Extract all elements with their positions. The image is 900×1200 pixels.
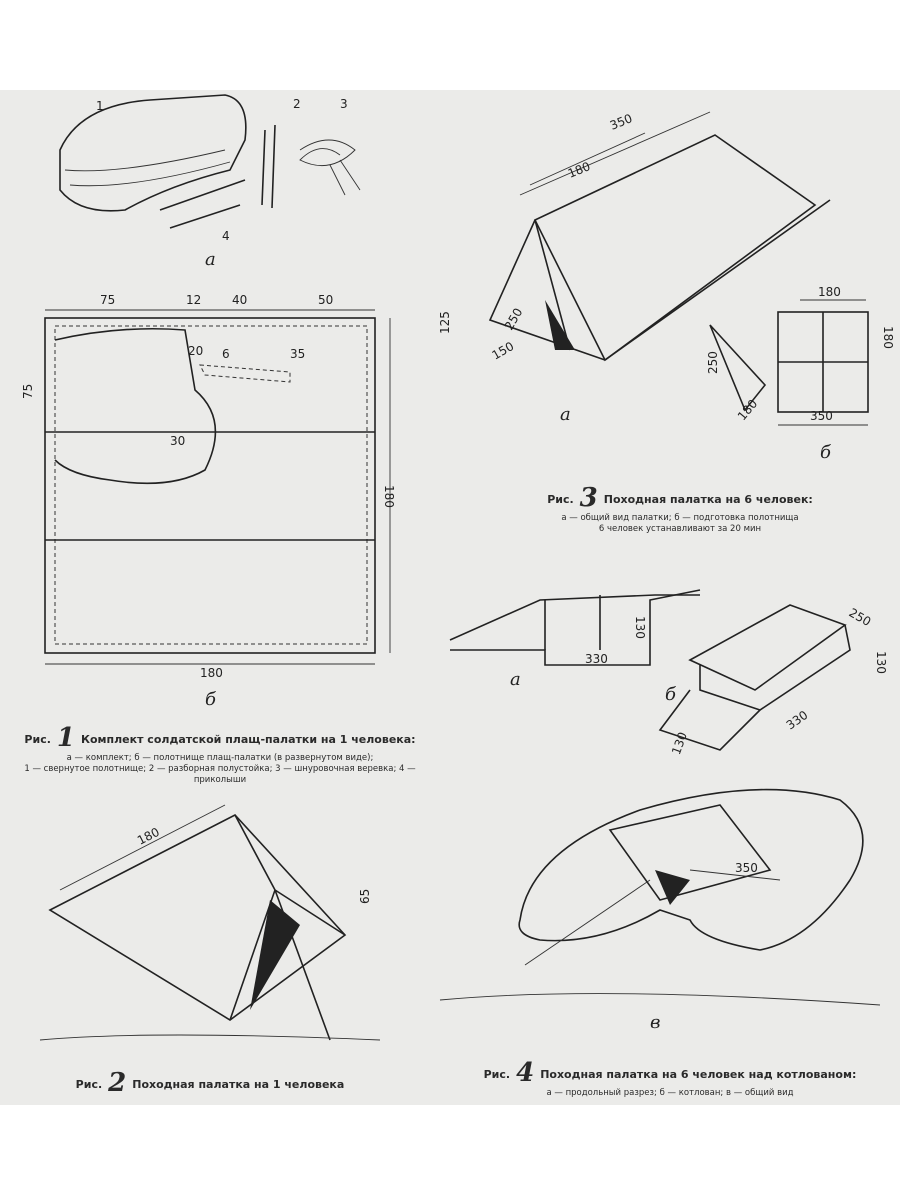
caption-prefix: Рис. [24,733,51,746]
dimension-label: 350 [735,861,758,875]
fig4-sublabel-a: а [510,669,521,690]
fig3a-six-person-tent: 350 180 125 250 150 а [438,111,831,425]
fig1-part-label: 2 [293,97,301,111]
fig1-sublabel-b: б [205,689,217,710]
dimension-label: 180 [818,285,841,299]
fig2-caption: Рис. 2 Походная палатка на 1 человека [40,1068,380,1098]
dimension-label: 350 [608,111,634,133]
dimension-label: 65 [358,889,372,904]
fig1-sheet-drawing: 75 12 40 50 75 20 6 35 30 180 180 б [21,293,396,710]
dimension-label: 330 [585,652,608,666]
caption-prefix: Рис. [547,493,574,506]
caption-legend: а — комплект; б — полотнище плащ-палатки… [66,753,374,763]
fig1-part-label: 4 [222,229,230,243]
dimension-label: 30 [170,434,185,448]
caption-prefix: Рис. [75,1078,103,1091]
fig2-one-person-tent: 180 65 [39,804,381,1041]
caption-legend: 1 — свернутое полотнище; 2 — разборная п… [24,764,416,785]
caption-legend: а — общий вид палатки; б — подготовка по… [561,513,799,523]
dimension-label: 250 [502,306,526,333]
fig1-sublabel-a: а [205,249,216,270]
caption-legend: 6 человек устанавливают за 20 мин [598,524,762,534]
figure-number: 4 [516,1058,535,1088]
figure-number: 3 [579,483,598,513]
fig1-part-label: 3 [340,97,348,111]
caption-title: Комплект солдатской плащ-палатки на 1 че… [80,733,416,746]
caption-prefix: Рис. [483,1068,511,1081]
dimension-label: 12 [186,293,201,307]
dimension-label: 20 [188,344,203,358]
dimension-label: 250 [706,351,720,374]
fig1-caption: Рис. 1 Комплект солдатской плащ-палатки на… [10,723,430,786]
dimension-label: 250 [847,605,874,629]
dimension-label: 40 [232,293,247,307]
dimension-label: 180 [735,397,760,424]
dimension-label: 75 [100,293,115,307]
fig4-sublabel-c: в [650,1012,660,1033]
caption-title: Походная палатка на 1 человека [132,1078,345,1091]
dimension-label: 180 [200,666,223,680]
fig4-sublabel-b: б [665,684,677,705]
dimension-label: 130 [633,616,647,639]
dimension-label: 50 [318,293,333,307]
dimension-label: 350 [810,409,833,423]
fig4b-pit: 250 130 330 130 б [658,604,888,756]
dimension-label: 330 [784,708,811,733]
fig4-caption: Рис. 4 Походная палатка на 6 человек над к… [460,1058,880,1099]
dimension-label: 180 [566,159,592,181]
dimension-label: 6 [222,347,230,361]
figure-number: 2 [108,1068,127,1098]
dimension-label: 150 [490,339,517,363]
dimension-label: 180 [382,485,396,508]
illustration-sheet [0,90,900,1105]
fig3-caption: Рис. 3 Походная палатка на 6 человек: а — … [500,483,860,535]
figure-number: 1 [56,723,75,753]
caption-legend: а — продольный разрез; б — котлован; в —… [546,1088,794,1098]
fig4a-longitudinal-section: 130 330 а [449,589,701,690]
fig1-kit-drawing: 1 2 3 4 а [59,94,361,270]
fig1-part-label: 1 [96,99,104,113]
dimension-label: 75 [21,384,35,399]
caption-title: Походная палатка на 6 человек над котлов… [540,1068,857,1081]
dimension-label: 125 [438,311,452,334]
dimension-label: 130 [874,651,888,674]
fig4c-general-view: 350 в [439,788,881,1033]
caption-title: Походная палатка на 6 человек: [603,493,813,506]
fig3-sublabel-b: б [820,442,832,463]
dimension-label: 180 [881,326,895,349]
dimension-label: 35 [290,347,305,361]
fig3-sublabel-a: а [560,404,571,425]
fig3b-sheet-preparation: 250 180 180 180 350 б [706,285,895,463]
